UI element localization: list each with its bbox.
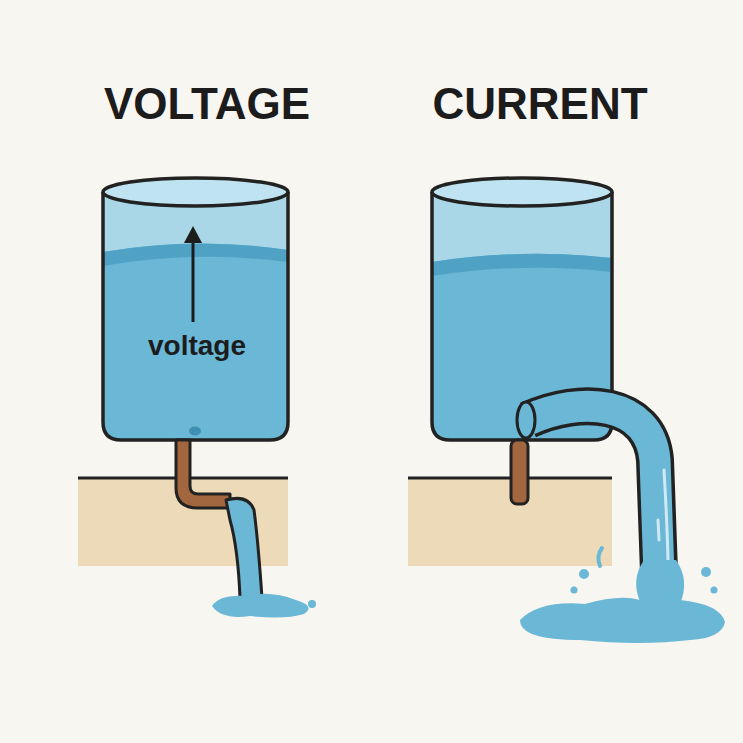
tank-node: VOLTAGE voltage bbox=[62, 80, 352, 450]
left-water-stream bbox=[212, 498, 316, 617]
tank-heading: VOLTAGE bbox=[62, 80, 352, 128]
right-pipe-stub bbox=[511, 440, 528, 504]
quantity-label: voltage bbox=[102, 330, 292, 362]
left-tank bbox=[103, 178, 288, 440]
left-pipe bbox=[176, 440, 230, 508]
right-water-stream bbox=[517, 402, 725, 643]
tank-node: CURRENT bbox=[395, 80, 685, 450]
tank-heading: CURRENT bbox=[395, 80, 685, 128]
